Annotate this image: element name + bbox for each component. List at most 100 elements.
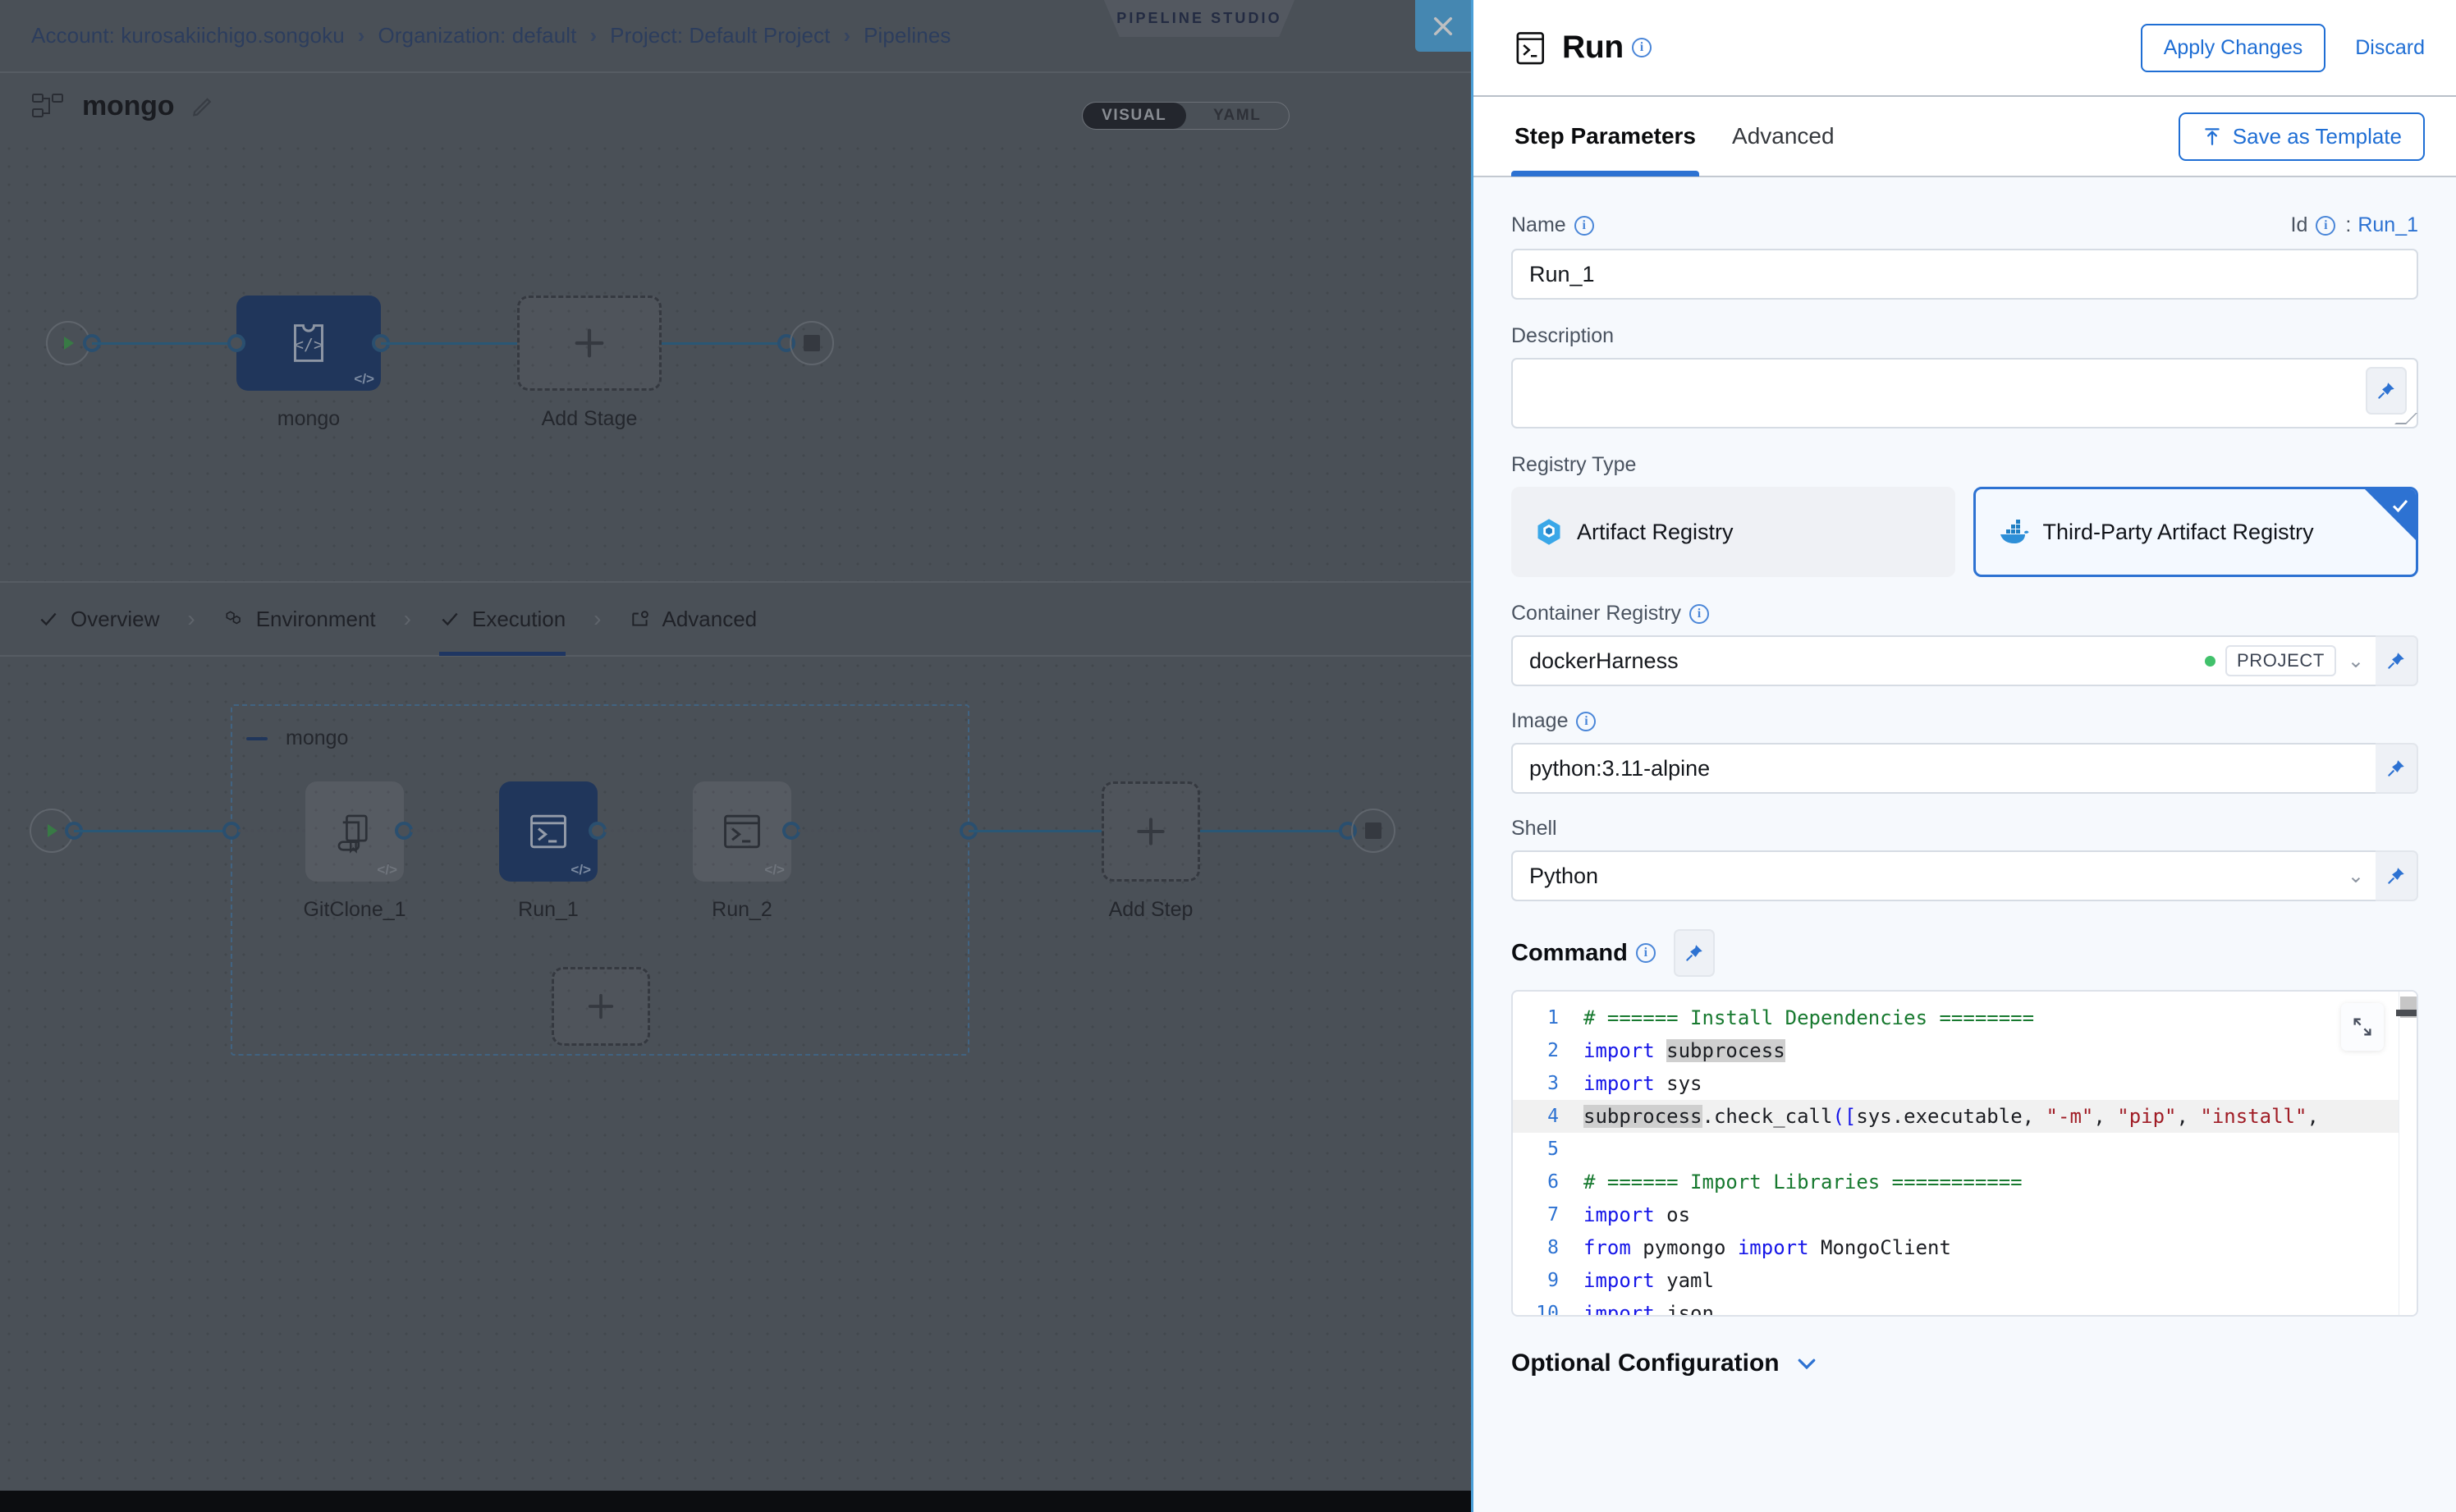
node-port[interactable] — [222, 822, 241, 840]
panel-tab-bar[interactable]: Step Parameters Advanced Save as Templat… — [1473, 97, 2456, 177]
save-as-template-button[interactable]: Save as Template — [2178, 112, 2425, 161]
pin-description-button[interactable] — [2366, 367, 2407, 415]
pin-command-button[interactable] — [1673, 929, 1715, 977]
close-button[interactable] — [1415, 0, 1471, 52]
step-node-run-1[interactable]: </> Run_1 — [499, 781, 598, 921]
node-port[interactable] — [395, 822, 413, 840]
step-group-label: mongo — [286, 726, 349, 749]
visual-yaml-toggle[interactable]: VISUAL YAML — [1082, 102, 1290, 130]
command-label: Command i — [1511, 940, 1656, 967]
optional-configuration-toggle[interactable]: Optional Configuration — [1511, 1349, 2418, 1377]
code-line[interactable]: 5 — [1513, 1133, 2417, 1166]
registry-option-third-party-artifact-registry[interactable]: Third-Party Artifact Registry — [1973, 487, 2418, 577]
code-line[interactable]: 6# ====== Import Libraries =========== — [1513, 1166, 2417, 1198]
code-text: import json — [1583, 1302, 1714, 1317]
chevron-right-icon: › — [589, 23, 598, 48]
info-icon[interactable]: i — [1689, 603, 1710, 624]
info-icon[interactable]: i — [1574, 215, 1594, 236]
node-port[interactable] — [65, 822, 83, 840]
stage-node-mongo[interactable]: </> </> mongo — [236, 296, 381, 430]
resize-handle-icon[interactable] — [2394, 413, 2417, 424]
stage-tab-strip[interactable]: Overview › Environment › Execution › — [0, 583, 1471, 657]
node-port[interactable] — [782, 822, 800, 840]
stage-node-box[interactable]: </> </> — [236, 296, 381, 391]
graph-edge — [92, 342, 236, 345]
toggle-visual[interactable]: VISUAL — [1083, 103, 1186, 129]
tab-step-parameters[interactable]: Step Parameters — [1510, 96, 1700, 176]
step-node-run-2[interactable]: </> Run_2 — [693, 781, 791, 921]
command-code-editor[interactable]: 1# ====== Install Dependencies ========2… — [1511, 990, 2418, 1317]
execution-graph-canvas[interactable] — [0, 657, 1471, 1491]
pipeline-end-node[interactable] — [790, 321, 834, 365]
artifact-registry-icon — [1537, 519, 1560, 545]
code-lines[interactable]: 1# ====== Install Dependencies ========2… — [1513, 992, 2417, 1317]
execution-nodes-layer: </> GitClone_1 </> Run_1 — [0, 657, 1471, 1491]
chevron-down-icon[interactable]: ⌄ — [2347, 864, 2364, 887]
play-icon — [64, 337, 74, 350]
info-icon[interactable]: i — [1576, 711, 1597, 731]
node-port[interactable] — [589, 822, 607, 840]
add-stage-box[interactable] — [517, 296, 662, 391]
add-stage-node[interactable]: Add Stage — [517, 296, 662, 430]
container-registry-select[interactable]: dockerHarness PROJECT ⌄ — [1511, 635, 2376, 686]
registry-option-artifact-registry[interactable]: Artifact Registry — [1511, 487, 1955, 577]
code-line[interactable]: 1# ====== Install Dependencies ======== — [1513, 1001, 2417, 1034]
pin-icon — [2378, 383, 2394, 399]
toggle-yaml[interactable]: YAML — [1213, 107, 1262, 124]
step-node-box[interactable]: </> — [499, 781, 598, 882]
add-step-node[interactable]: Add Step — [1102, 781, 1200, 921]
discard-button[interactable]: Discard — [2355, 35, 2425, 59]
info-icon[interactable]: i — [1635, 943, 1656, 963]
collapse-group-icon[interactable] — [246, 736, 268, 740]
code-text: import subprocess — [1583, 1039, 1785, 1062]
chevron-right-icon: › — [357, 23, 365, 48]
shell-select[interactable]: Python ⌄ — [1511, 850, 2376, 901]
add-parallel-step-node[interactable] — [552, 967, 650, 1046]
pin-shell-button[interactable] — [2376, 850, 2418, 901]
info-icon[interactable]: i — [1631, 38, 1652, 57]
chevron-down-icon[interactable]: ⌄ — [2347, 649, 2364, 672]
panel-header: Run i Apply Changes Discard — [1473, 0, 2456, 97]
image-label: Image i — [1511, 709, 2418, 733]
apply-changes-button[interactable]: Apply Changes — [2140, 23, 2326, 72]
add-parallel-box[interactable] — [552, 967, 650, 1046]
step-node-box[interactable]: </> — [693, 781, 791, 882]
edit-pencil-icon[interactable] — [190, 94, 215, 118]
breadcrumb-item-pipelines[interactable]: Pipelines — [864, 23, 951, 48]
check-icon — [439, 608, 460, 630]
pin-icon — [2388, 653, 2404, 669]
tab-advanced[interactable]: Advanced — [630, 582, 757, 656]
expand-editor-button[interactable] — [2341, 1003, 2384, 1051]
tab-environment[interactable]: Environment — [223, 582, 376, 656]
step-node-box[interactable]: </> — [305, 781, 404, 882]
name-input[interactable] — [1511, 249, 2418, 300]
execution-end-node[interactable] — [1351, 809, 1395, 853]
description-textarea[interactable] — [1511, 358, 2418, 428]
node-port[interactable] — [960, 822, 978, 840]
tab-advanced[interactable]: Advanced — [1732, 123, 1835, 149]
image-input[interactable]: python:3.11-alpine — [1511, 743, 2376, 794]
pin-container-registry-button[interactable] — [2376, 635, 2418, 686]
step-node-gitclone-1[interactable]: </> GitClone_1 — [303, 781, 406, 921]
tab-execution[interactable]: Execution — [438, 582, 566, 656]
close-icon — [1433, 16, 1453, 35]
node-port[interactable] — [227, 334, 245, 352]
stage-graph-canvas[interactable]: </> </> mongo Add Stage — [0, 140, 1471, 583]
step-group-header[interactable]: mongo — [246, 726, 348, 750]
tab-overview[interactable]: Overview — [38, 582, 159, 656]
editor-scrollbar[interactable] — [2396, 992, 2417, 1315]
add-step-box[interactable] — [1102, 781, 1200, 882]
breadcrumb-item-project[interactable]: Project: Default Project — [610, 23, 831, 48]
info-icon[interactable]: i — [2316, 215, 2336, 236]
breadcrumb-item-organization[interactable]: Organization: default — [378, 23, 577, 48]
expand-icon — [2353, 1018, 2371, 1036]
breadcrumb-item-account[interactable]: Account: kurosakiichigo.songoku — [31, 23, 345, 48]
pin-image-button[interactable] — [2376, 743, 2418, 794]
